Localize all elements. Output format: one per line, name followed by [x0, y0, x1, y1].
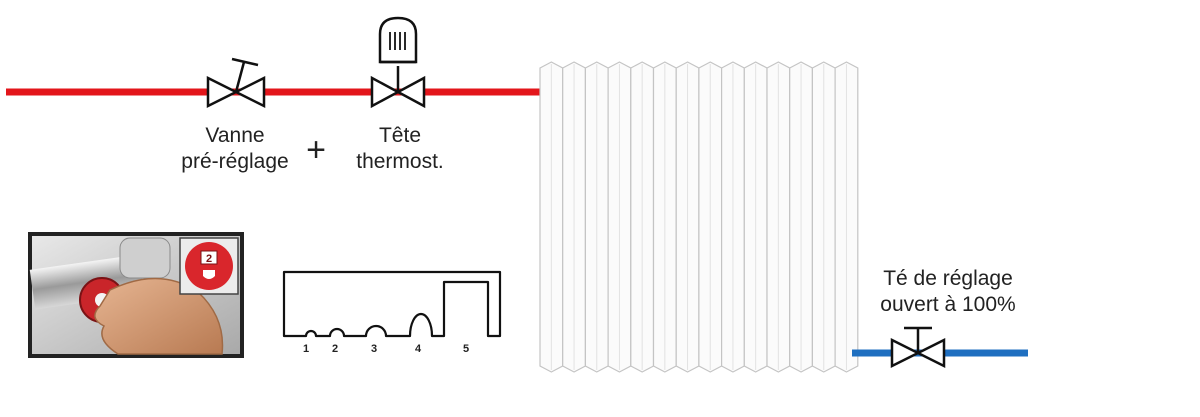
gauge-notch-label: 5	[462, 343, 470, 355]
thermostatic-head-label-line2: thermost.	[356, 150, 444, 173]
thermostatic-head-icon	[370, 16, 426, 109]
presetting-photo: 2	[28, 232, 244, 358]
presetting-valve-label-line1: Vanne	[205, 124, 265, 147]
photo-badge-number: 2	[206, 253, 212, 265]
regulating-tee-valve-icon	[890, 326, 946, 369]
radiator-icon	[539, 61, 859, 373]
plus-sign: +	[306, 131, 326, 169]
gauge-notch-label: 4	[414, 343, 422, 355]
presetting-valve-icon	[206, 57, 266, 109]
presetting-gauge-icon	[282, 270, 502, 338]
thermostatic-head-label: Tête thermost.	[320, 123, 480, 175]
regulating-tee-label-line2: ouvert à 100%	[880, 293, 1016, 316]
gauge-notch-label: 3	[370, 343, 378, 355]
presetting-valve-label-line2: pré-réglage	[181, 150, 289, 173]
gauge-notch-label: 2	[331, 343, 339, 355]
thermostatic-head-label-line1: Tête	[378, 124, 422, 147]
presetting-valve-label: Vanne pré-réglage	[150, 123, 320, 175]
regulating-tee-label-line1: Té de réglage	[883, 267, 1013, 290]
regulating-tee-label: Té de réglage ouvert à 100%	[848, 266, 1048, 318]
gauge-notch-label: 1	[302, 343, 310, 355]
